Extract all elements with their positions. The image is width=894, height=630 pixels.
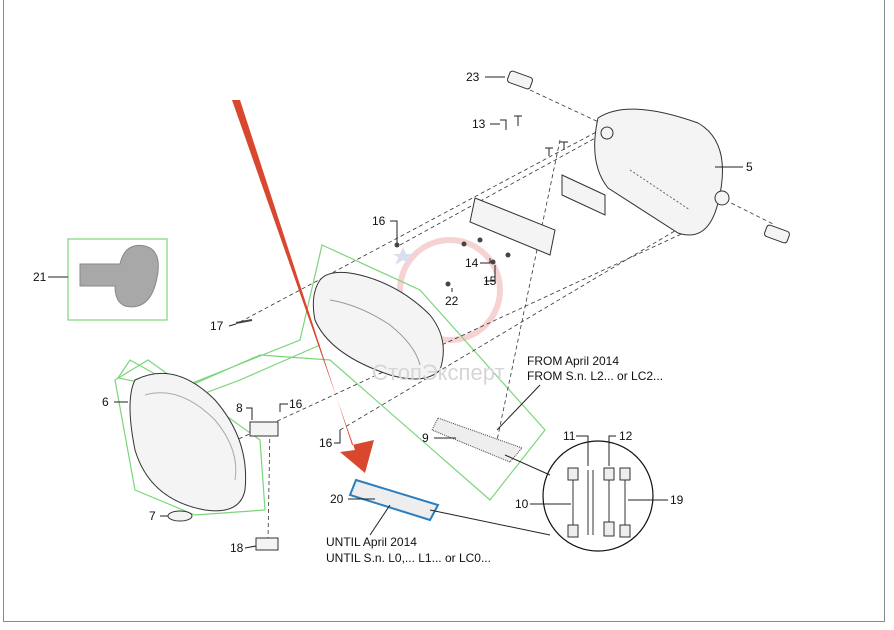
screw-part-13[interactable] <box>514 115 522 126</box>
small-screws <box>394 237 511 287</box>
callout-12: 12 <box>619 429 633 443</box>
bracket <box>469 197 556 256</box>
callout-7: 7 <box>149 509 156 523</box>
lamp-body[interactable] <box>312 271 444 380</box>
note-until-date: UNTIL April 2014 <box>326 535 417 549</box>
callout-8: 8 <box>236 401 243 415</box>
cable-detail-circle <box>542 440 654 552</box>
callout-22: 22 <box>445 294 459 308</box>
callout-16: 16 <box>372 214 386 228</box>
note-from-date: FROM April 2014 <box>527 354 619 368</box>
housing-part-5[interactable] <box>594 108 723 236</box>
cover-plate <box>561 174 606 216</box>
part-18[interactable] <box>255 537 279 551</box>
callout-10: 10 <box>515 497 529 511</box>
housing-vent <box>629 169 691 211</box>
key-part-image <box>79 244 159 308</box>
lamp-assembly-highlight <box>117 244 546 501</box>
connector-part-23[interactable] <box>507 70 534 90</box>
leader-lines <box>48 76 743 549</box>
note-until-serial: UNTIL S.n. L0,... L1... or LC0... <box>326 551 491 565</box>
lens-frame-part-6[interactable] <box>129 372 247 512</box>
housing-port <box>714 190 730 206</box>
switch-part-8[interactable] <box>249 421 279 437</box>
lens-inner-line <box>144 392 237 481</box>
screws <box>545 141 568 156</box>
callout-11: 11 <box>563 429 576 443</box>
connector-part[interactable] <box>764 224 791 244</box>
cables <box>567 467 631 538</box>
housing-port <box>600 126 614 140</box>
callout-15: 15 <box>483 274 497 288</box>
callout-18: 18 <box>230 541 244 555</box>
callout-9: 9 <box>422 431 429 445</box>
callout-14: 14 <box>465 256 479 270</box>
callout-5: 5 <box>746 160 753 174</box>
callout-16: 16 <box>289 397 303 411</box>
watermark-logo: СтопЭксперт <box>372 360 505 385</box>
screw-part-17[interactable] <box>235 319 253 324</box>
part-21-image-box[interactable] <box>67 238 168 321</box>
pcb-board-part-20[interactable] <box>348 478 440 522</box>
callout-19: 19 <box>670 493 684 507</box>
lens-highlight <box>114 359 266 516</box>
diagram-frame <box>3 0 885 622</box>
callout-17: 17 <box>210 319 224 333</box>
watermark-emblem <box>393 237 503 343</box>
callout-6: 6 <box>102 395 109 409</box>
highlight-connector <box>199 344 321 396</box>
lamp-lens-line <box>329 299 421 366</box>
note-from-serial: FROM S.n. L2... or LC2... <box>527 369 663 383</box>
callout-21: 21 <box>33 270 47 284</box>
pcb-board-part-9[interactable] <box>431 417 523 463</box>
red-arrow-indicator <box>232 100 374 473</box>
callout-13: 13 <box>472 117 486 131</box>
callout-16: 16 <box>319 436 333 450</box>
callout-23: 23 <box>466 70 480 84</box>
screw-part-13[interactable] <box>500 119 507 130</box>
callout-20: 20 <box>330 492 344 506</box>
cap-part-7[interactable] <box>167 510 193 522</box>
